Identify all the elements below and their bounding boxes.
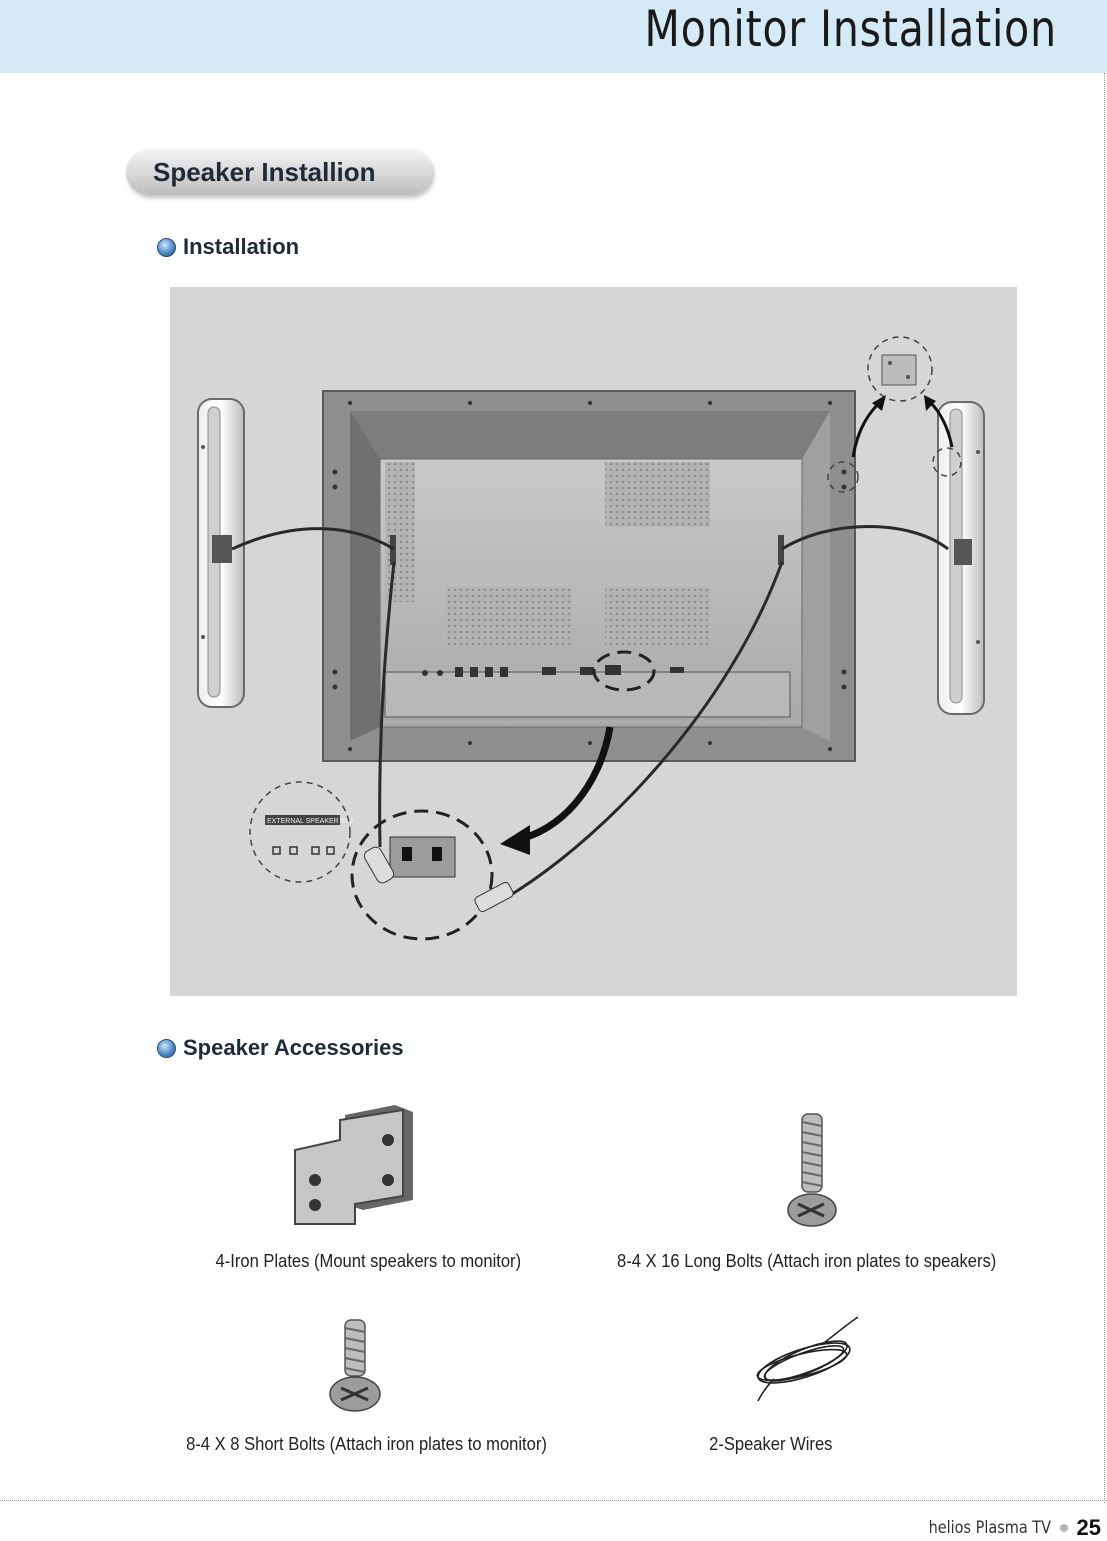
accessories-heading-label: Speaker Accessories [183, 1035, 404, 1061]
left-speaker [198, 399, 244, 707]
short-bolt-icon [326, 1318, 384, 1414]
iron-plate-icon [285, 1100, 420, 1230]
iron-plate-caption: 4-Iron Plates (Mount speakers to monitor… [216, 1251, 527, 1272]
bullet-icon [157, 1039, 176, 1058]
right-speaker [938, 402, 984, 714]
short-bolt-caption: 8-4 X 8 Short Bolts (Attach iron plates … [186, 1434, 556, 1455]
external-speaker-label: EXTERNAL SPEAKER IN 8 [267, 818, 354, 825]
speaker-wire-caption: 2-Speaker Wires [709, 1434, 919, 1455]
bullet-icon [157, 238, 176, 257]
installation-heading-label: Installation [183, 234, 299, 260]
installation-heading: Installation [157, 234, 299, 260]
short-bolt-item [326, 1318, 384, 1419]
external-speaker-label-zoom: EXTERNAL SPEAKER IN 8 [265, 815, 354, 854]
speaker-wire-icon [754, 1313, 864, 1413]
iron-plate-callout [882, 355, 916, 385]
footer-dot [1060, 1524, 1068, 1532]
footer-brand: helios Plasma TV [928, 1518, 1050, 1538]
page-title: Monitor Installation [645, 0, 1057, 58]
speaker-wire-item [754, 1313, 864, 1418]
installation-diagram: EXTERNAL SPEAKER IN 8 [170, 287, 1017, 996]
section-title-pill: Speaker Installion [126, 149, 432, 195]
accessories-heading: Speaker Accessories [157, 1035, 404, 1061]
long-bolt-item [784, 1112, 839, 1235]
section-title: Speaker Installion [153, 157, 376, 188]
installation-illustration: EXTERNAL SPEAKER IN 8 [170, 287, 1017, 996]
page-number: 25 [1077, 1515, 1101, 1541]
long-bolt-caption: 8-4 X 16 Long Bolts (Attach iron plates … [617, 1251, 1009, 1272]
right-border-dots [1104, 73, 1105, 1503]
iron-plate-item [285, 1100, 420, 1235]
footer-divider [0, 1500, 1107, 1501]
footer: helios Plasma TV 25 [907, 1515, 1101, 1541]
long-bolt-icon [784, 1112, 839, 1230]
